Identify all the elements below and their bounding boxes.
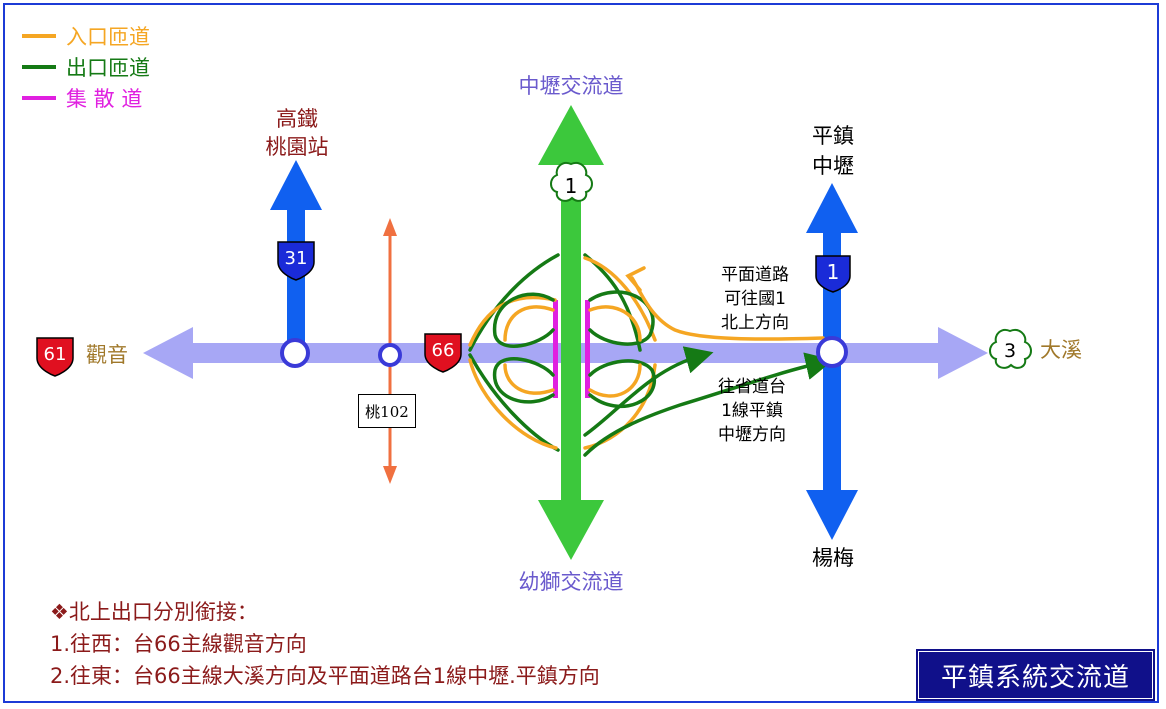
legend-entry-ramp: 入口匝道 [22,22,150,50]
svg-text:高鐵桃園站: 高鐵桃園站 [266,107,329,159]
daxi-label: 大溪 [1040,338,1082,362]
junction-node-tao102 [378,343,402,367]
svg-text:66: 66 [432,340,455,361]
legend-exit-ramp: 出口匝道 [22,53,150,81]
notes-line-1: 1.往西：台66主線觀音方向 [50,632,307,656]
junction-node-31 [280,338,310,368]
svg-text:1: 1 [827,260,840,284]
youshi-ic-label: 幼獅交流道 [519,570,624,594]
shield-31-icon: 31 [277,241,315,281]
legend-exit-swatch [22,65,56,69]
zhongli-ic-label: 中壢交流道 [519,74,624,98]
shield-61-icon: 61 [36,337,74,377]
plum-shield-route-3-icon: 3 [989,329,1032,369]
svg-text:3: 3 [1004,340,1016,362]
legend-entry-label: 入口匝道 [66,25,150,49]
freeway-1 [538,105,604,560]
diagram-title: 平鎮系統交流道 [916,649,1155,701]
legend-cd-road: 集 散 道 [22,84,142,112]
legend-entry-swatch [22,34,56,38]
plum-shield-freeway-1-icon: 1 [550,162,593,202]
legend-exit-label: 出口匝道 [66,56,150,80]
hsr-label: 高鐵桃園站 [266,107,329,159]
yangmei-label: 楊梅 [812,546,854,570]
notes-heading: ❖北上出口分別銜接： [50,600,258,624]
svg-text:31: 31 [285,248,308,269]
svg-text:1: 1 [565,174,578,198]
svg-text:平鎮中壢: 平鎮中壢 [812,124,854,178]
legend-cd-label: 集 散 道 [66,87,143,111]
guanyin-label: 觀音 [86,343,128,367]
pingzhen-zhongli-label: 平鎮中壢 [812,124,854,178]
notes-line-2: 2.往東：台66主線大溪方向及平面道路台1線中壢.平鎮方向 [50,664,600,688]
cloverleaf-ramps [468,253,834,457]
junction-node-prov1 [816,336,848,368]
collector-distributor-roads [553,300,590,398]
legend-cd-swatch [22,96,56,100]
svg-text:61: 61 [44,344,67,365]
junction-nodes [280,336,848,368]
shield-66-icon: 66 [424,333,462,373]
shield-nat1-icon: 1 [815,255,851,293]
route-66-east-arrowhead [938,327,988,379]
diagram-frame [3,3,1159,703]
route-66-west-arrowhead [143,327,193,379]
tao-102-sign: 桃102 [358,394,416,428]
